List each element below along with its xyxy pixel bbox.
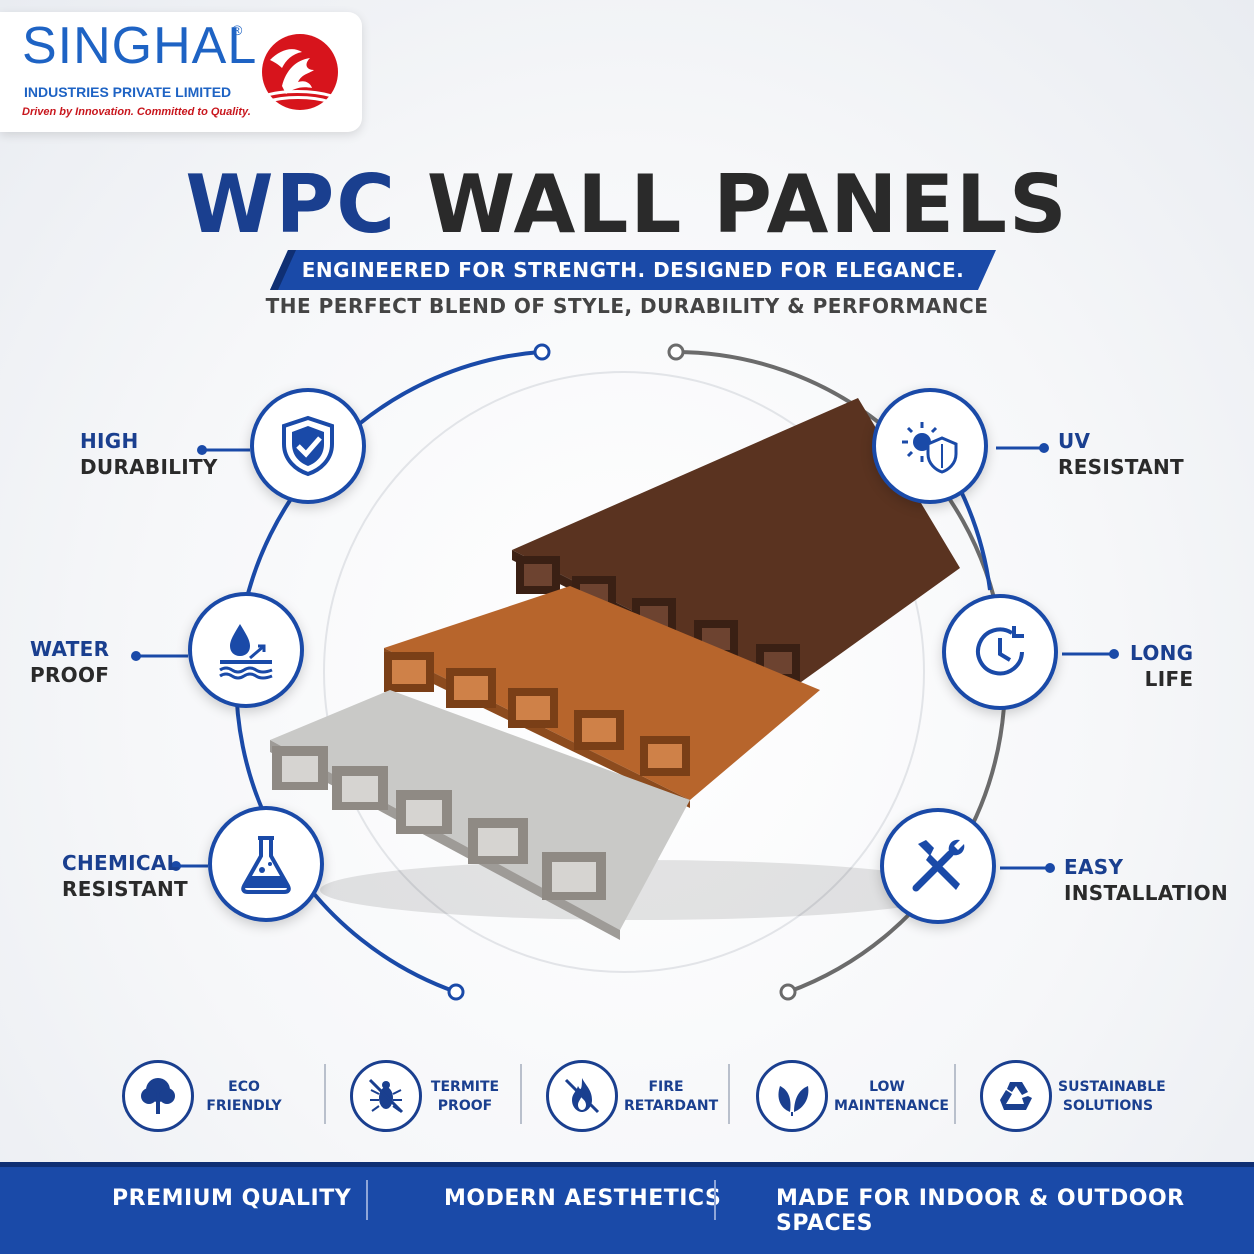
divider xyxy=(520,1064,522,1124)
feature-label-easy-installation: EASY INSTALLATION xyxy=(1064,855,1228,905)
footer-item-premium-quality: PREMIUM QUALITY xyxy=(112,1186,352,1211)
bottom-low-maintenance xyxy=(756,1060,828,1132)
brand-subtitle: INDUSTRIES PRIVATE LIMITED xyxy=(24,84,232,100)
tools-icon xyxy=(912,839,965,892)
feature-high-durability xyxy=(250,388,366,504)
feature-uv-resistant xyxy=(872,388,988,504)
feature-label-chemical-resistant: CHEMICAL RESISTANT xyxy=(62,851,188,901)
bottom-label-sustainable-solutions: SUSTAINABLE SOLUTIONS xyxy=(1058,1079,1166,1114)
recycle-icon xyxy=(1000,1082,1032,1110)
feature-chemical-resistant xyxy=(208,806,324,922)
feature-label-high-durability: HIGH DURABILITY xyxy=(80,429,218,479)
shield-check-icon xyxy=(282,415,334,477)
footer-divider xyxy=(714,1180,716,1220)
feature-label-uv-resistant: UV RESISTANT xyxy=(1058,429,1184,479)
feature-label-water-proof: WATER PROOF xyxy=(30,637,110,687)
brand-name: SINGHAL xyxy=(22,17,258,75)
footer-divider xyxy=(366,1180,368,1220)
subtitle: THE PERFECT BLEND OF STYLE, DURABILITY &… xyxy=(265,294,989,318)
no-fire-icon xyxy=(564,1078,600,1114)
divider xyxy=(324,1064,326,1124)
brand-tagline: Driven by Innovation. Committed to Quali… xyxy=(22,106,251,118)
feature-long-life xyxy=(942,594,1058,710)
title-wall-panels: WALL PANELS xyxy=(426,158,1069,251)
bottom-label-low-maintenance: LOW MAINTENANCE xyxy=(834,1079,949,1114)
wpc-panels-illustration xyxy=(270,398,960,940)
no-termite-icon xyxy=(368,1078,404,1114)
divider xyxy=(954,1064,956,1124)
water-drop-icon xyxy=(219,624,273,680)
page-title: WPC WALL PANELS xyxy=(0,160,1254,250)
divider xyxy=(728,1064,730,1124)
sun-shield-icon xyxy=(902,422,958,474)
registered-mark: ® xyxy=(232,22,243,38)
bottom-sustainable-solutions xyxy=(980,1060,1052,1132)
bottom-fire-retardant xyxy=(546,1060,618,1132)
flask-icon xyxy=(241,836,291,894)
tree-icon xyxy=(141,1078,175,1114)
pegasus-logo-icon xyxy=(262,34,338,110)
bottom-label-fire-retardant: FIRE RETARDANT xyxy=(624,1079,719,1114)
footer-item-indoor-outdoor: MADE FOR INDOOR & OUTDOOR SPACES xyxy=(776,1186,1185,1236)
bottom-eco-friendly xyxy=(122,1060,194,1132)
leaf-icon xyxy=(778,1086,809,1116)
bottom-label-termite-proof: TERMITE PROOF xyxy=(430,1079,500,1114)
footer-bar xyxy=(0,1162,1254,1254)
bottom-label-eco-friendly: ECO FRIENDLY xyxy=(206,1079,282,1114)
clock-icon xyxy=(976,626,1024,676)
feature-label-long-life: LONG LIFE xyxy=(1130,641,1194,691)
footer-top-border xyxy=(0,1162,1254,1167)
bottom-termite-proof xyxy=(350,1060,422,1132)
tagline-banner xyxy=(270,250,996,290)
title-wpc: WPC xyxy=(185,158,397,251)
feature-easy-installation xyxy=(880,808,996,924)
footer-item-modern-aesthetics: MODERN AESTHETICS xyxy=(444,1186,722,1211)
tagline-banner-text: ENGINEERED FOR STRENGTH. DESIGNED FOR EL… xyxy=(301,258,965,282)
feature-water-proof xyxy=(188,592,304,708)
